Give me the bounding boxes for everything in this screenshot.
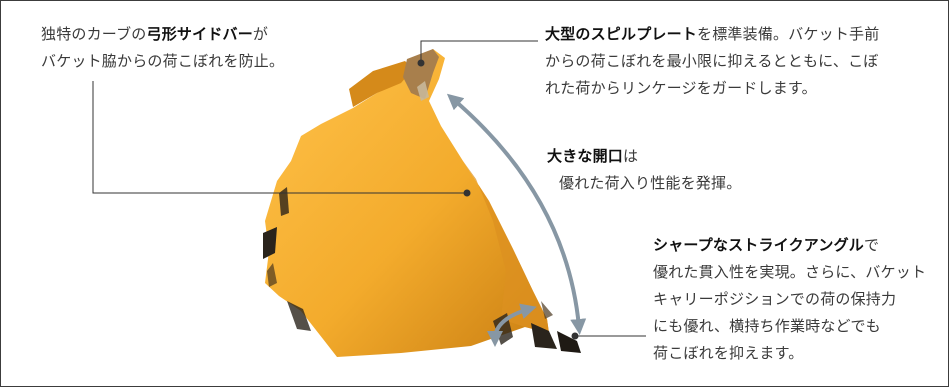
leader-spill-plate	[420, 40, 538, 63]
opening-arc-arrow	[446, 93, 587, 335]
opening-text-bold: 大きな開口	[547, 147, 624, 165]
strike-angle-text-post: で	[864, 236, 880, 254]
spill-plate-text-post: を標準装備。バケット手前	[697, 25, 880, 43]
side-bar-text-line2: バケット脇からの荷こぼれを防止。	[41, 52, 285, 70]
spill-plate-text-bold: 大型のスピルプレート	[545, 25, 698, 43]
strike-angle-text-bold: シャープなストライクアングル	[653, 236, 865, 254]
strike-angle-arrow	[487, 303, 537, 347]
side-bar-text-post: が	[252, 25, 269, 43]
side-bar-text-bold: 弓形サイドバー	[146, 25, 253, 43]
spill-plate-text-line2: からの荷こぼれを最小限に抑えるとともに、こぼ	[545, 52, 879, 70]
strike-angle-text-line5: 荷こぼれを抑えます。	[653, 344, 804, 362]
callout-side-bar: 独特のカーブの弓形サイドバーが バケット脇からの荷こぼれを防止。	[41, 21, 284, 75]
side-bar-text-pre: 独特のカーブの	[41, 25, 147, 43]
strike-angle-text-line3: キャリーポジションでの荷の保持力	[653, 290, 897, 308]
spill-plate-text-line3: れた荷からリンケージをガードします。	[545, 79, 817, 97]
strike-angle-text-line2: 優れた貫入性を実現。さらに、バケット	[653, 263, 927, 281]
leader-dot-side-bar	[463, 189, 471, 197]
opening-text-line2: 優れた荷入り性能を発揮。	[559, 174, 742, 192]
callout-spill-plate: 大型のスピルプレートを標準装備。バケット手前 からの荷こぼれを最小限に抑えるとと…	[545, 21, 879, 102]
leader-dot-strike-angle	[571, 332, 579, 340]
leader-side-bar	[92, 81, 467, 194]
side-bar-flange	[349, 61, 413, 107]
strike-angle-text-line4: にも優れ、横持ち作業時などでも	[653, 317, 881, 335]
callout-opening: 大きな開口は 優れた荷入り性能を発揮。	[547, 143, 741, 197]
opening-text-post: は	[623, 147, 639, 165]
leader-dot-spill-plate	[417, 59, 425, 67]
spill-plate	[403, 49, 439, 99]
callout-strike-angle: シャープなストライクアングルで 優れた貫入性を実現。さらに、バケット キャリーポ…	[653, 232, 926, 367]
